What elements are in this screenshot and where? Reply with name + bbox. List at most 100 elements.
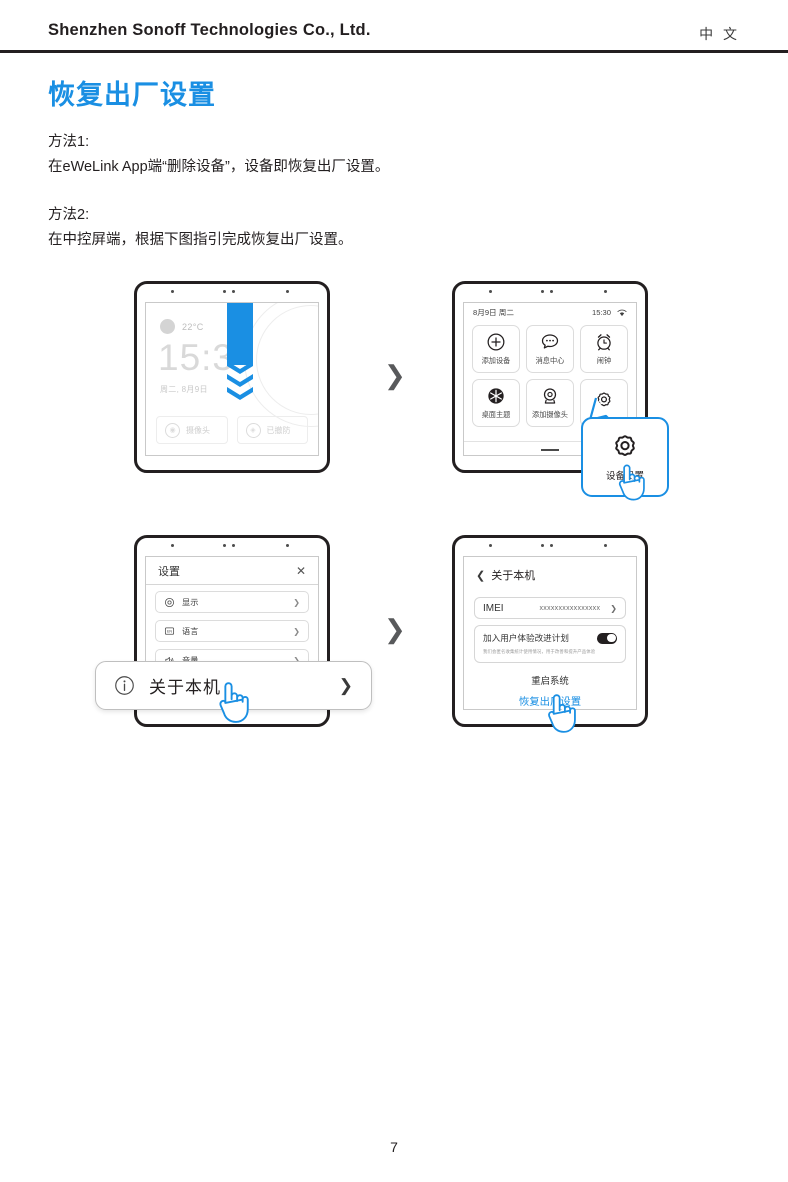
app-grid-screen: 8月9日 周二 15:30 添加设备 [463, 302, 637, 456]
device-menu-illustration: 8月9日 周二 15:30 添加设备 [452, 281, 648, 473]
settings-row-display[interactable]: 显示 ❯ [155, 591, 309, 613]
method2-text: 在中控屏端，根据下图指引完成恢复出厂设置。 [48, 232, 353, 248]
sensor-dot [550, 290, 554, 294]
method2-label: 方法2: [48, 207, 90, 223]
language-label: 中 文 [699, 26, 740, 42]
method1-text: 在eWeLink App端“删除设备”，设备即恢复出厂设置。 [48, 159, 390, 175]
home-screen: 22°C 15:3 周二, 8月9日 ◉ 摄像头 ◈ 已撤防 [145, 302, 319, 456]
home-indicator[interactable] [541, 449, 559, 451]
camera-add-icon [543, 388, 557, 404]
back-icon[interactable]: ❮ [476, 569, 486, 582]
settings-header: 设置 ✕ [146, 557, 318, 585]
about-header: ❮ 关于本机 [476, 567, 535, 583]
info-icon [115, 676, 134, 695]
language-icon: EN [164, 626, 175, 635]
company-name: Shenzhen Sonoff Technologies Co., Ltd. [48, 21, 371, 39]
sensor-dot [223, 544, 227, 548]
status-time: 15:30 [591, 308, 611, 317]
nav-divider [464, 441, 636, 442]
tap-hand-icon [618, 464, 645, 501]
device-about-illustration: ❮ 关于本机 IMEI xxxxxxxxxxxxxxxx ❯ 加入用户体验改进计… [452, 535, 648, 727]
app-tile-add-camera[interactable]: 添加摄像头 [526, 379, 574, 427]
step-arrow-icon: ❯ [384, 360, 406, 390]
app-tile-label: 添加设备 [481, 356, 511, 365]
tile-label: 已撤防 [266, 425, 291, 435]
weather-widget: 22°C [160, 319, 204, 334]
about-title: 关于本机 [491, 570, 536, 582]
page-title: 恢复出厂设置 [48, 80, 216, 110]
plus-circle-icon [487, 333, 505, 351]
about-row-imei[interactable]: IMEI xxxxxxxxxxxxxxxx ❯ [474, 597, 626, 619]
sensor-dot [223, 290, 227, 294]
sensor-dot [489, 544, 493, 548]
alarm-clock-icon [597, 334, 611, 351]
app-tile-label: 闹钟 [596, 356, 612, 365]
sensor-dot [232, 290, 236, 294]
device-sensors [134, 544, 330, 550]
reboot-system-button[interactable]: 重启系统 [531, 675, 569, 686]
chevron-right-icon: ❯ [610, 603, 617, 613]
chevron-right-icon: ❯ [293, 655, 300, 665]
ux-plan-label: 加入用户体验改进计划 [483, 633, 569, 643]
settings-row-label: 显示 [182, 598, 199, 607]
app-tile-alarm[interactable]: 闹钟 [580, 325, 628, 373]
display-icon [164, 597, 175, 607]
camera-icon: ◉ [165, 422, 180, 438]
app-tile-add-device[interactable]: 添加设备 [472, 325, 520, 373]
shield-icon: ◈ [245, 422, 261, 438]
sensor-dot [604, 544, 608, 548]
sensor-dot [604, 290, 608, 294]
chevron-right-icon: ❯ [293, 626, 300, 636]
device-sensors [452, 290, 648, 296]
device-sensors [452, 544, 648, 550]
tile-label: 摄像头 [186, 425, 210, 435]
about-row-ux-plan[interactable]: 加入用户体验改进计划 我们会匿名收集统计使用情况，用于改善和提升产品体验 [474, 625, 626, 663]
header-divider [0, 50, 788, 53]
app-tile-label: 添加摄像头 [532, 410, 568, 419]
clock-label: 15:3 [158, 337, 235, 378]
sensor-dot [171, 544, 175, 548]
tile-disarmed[interactable]: ◈ 已撤防 [236, 416, 308, 444]
page-header: Shenzhen Sonoff Technologies Co., Ltd. 中… [0, 0, 788, 53]
sensor-dot [550, 544, 554, 548]
app-tile-label: 桌面主题 [481, 410, 511, 419]
sun-icon [160, 319, 175, 334]
status-date: 8月9日 周二 [473, 308, 514, 317]
swipe-chevron [227, 387, 253, 400]
ux-plan-toggle[interactable] [597, 632, 617, 644]
swipe-stem [227, 303, 253, 365]
chevron-right-icon: ❯ [293, 597, 300, 607]
theme-icon [488, 388, 504, 404]
device-home-illustration: 22°C 15:3 周二, 8月9日 ◉ 摄像头 ◈ 已撤防 [134, 281, 330, 473]
settings-title: 设置 [158, 565, 180, 578]
chevron-right-icon: ❯ [338, 675, 353, 695]
imei-value: xxxxxxxxxxxxxxxx [539, 604, 601, 612]
gear-icon [615, 434, 635, 456]
app-tile-label: 消息中心 [535, 356, 565, 365]
close-icon[interactable]: ✕ [295, 563, 306, 578]
callout-label: 关于本机 [149, 678, 221, 697]
ux-plan-description: 我们会匿名收集统计使用情况，用于改善和提升产品体验 [483, 649, 596, 654]
sensor-dot [541, 544, 545, 548]
sensor-dot [171, 290, 175, 294]
tap-hand-icon [548, 694, 576, 733]
sensor-dot [541, 290, 545, 294]
tap-hand-icon [219, 682, 249, 723]
message-icon [541, 334, 559, 349]
svg-text:EN: EN [167, 629, 172, 633]
method1-label: 方法1: [48, 134, 90, 150]
about-device-screen: ❮ 关于本机 IMEI xxxxxxxxxxxxxxxx ❯ 加入用户体验改进计… [463, 556, 637, 710]
sensor-dot [286, 544, 290, 548]
gear-icon [597, 392, 611, 407]
factory-reset-button[interactable]: 恢复出厂设置 [518, 697, 582, 708]
home-shortcut-tiles: ◉ 摄像头 ◈ 已撤防 [156, 416, 308, 444]
device-sensors [134, 290, 330, 296]
app-tile-message-center[interactable]: 消息中心 [526, 325, 574, 373]
app-tile-theme[interactable]: 桌面主题 [472, 379, 520, 427]
status-bar: 8月9日 周二 15:30 [464, 303, 636, 322]
sensor-dot [286, 290, 290, 294]
settings-row-label: 音量 [182, 654, 286, 666]
settings-row-language[interactable]: EN 语言 ❯ [155, 620, 309, 642]
tile-camera[interactable]: ◉ 摄像头 [156, 416, 228, 444]
wifi-icon [617, 309, 627, 316]
